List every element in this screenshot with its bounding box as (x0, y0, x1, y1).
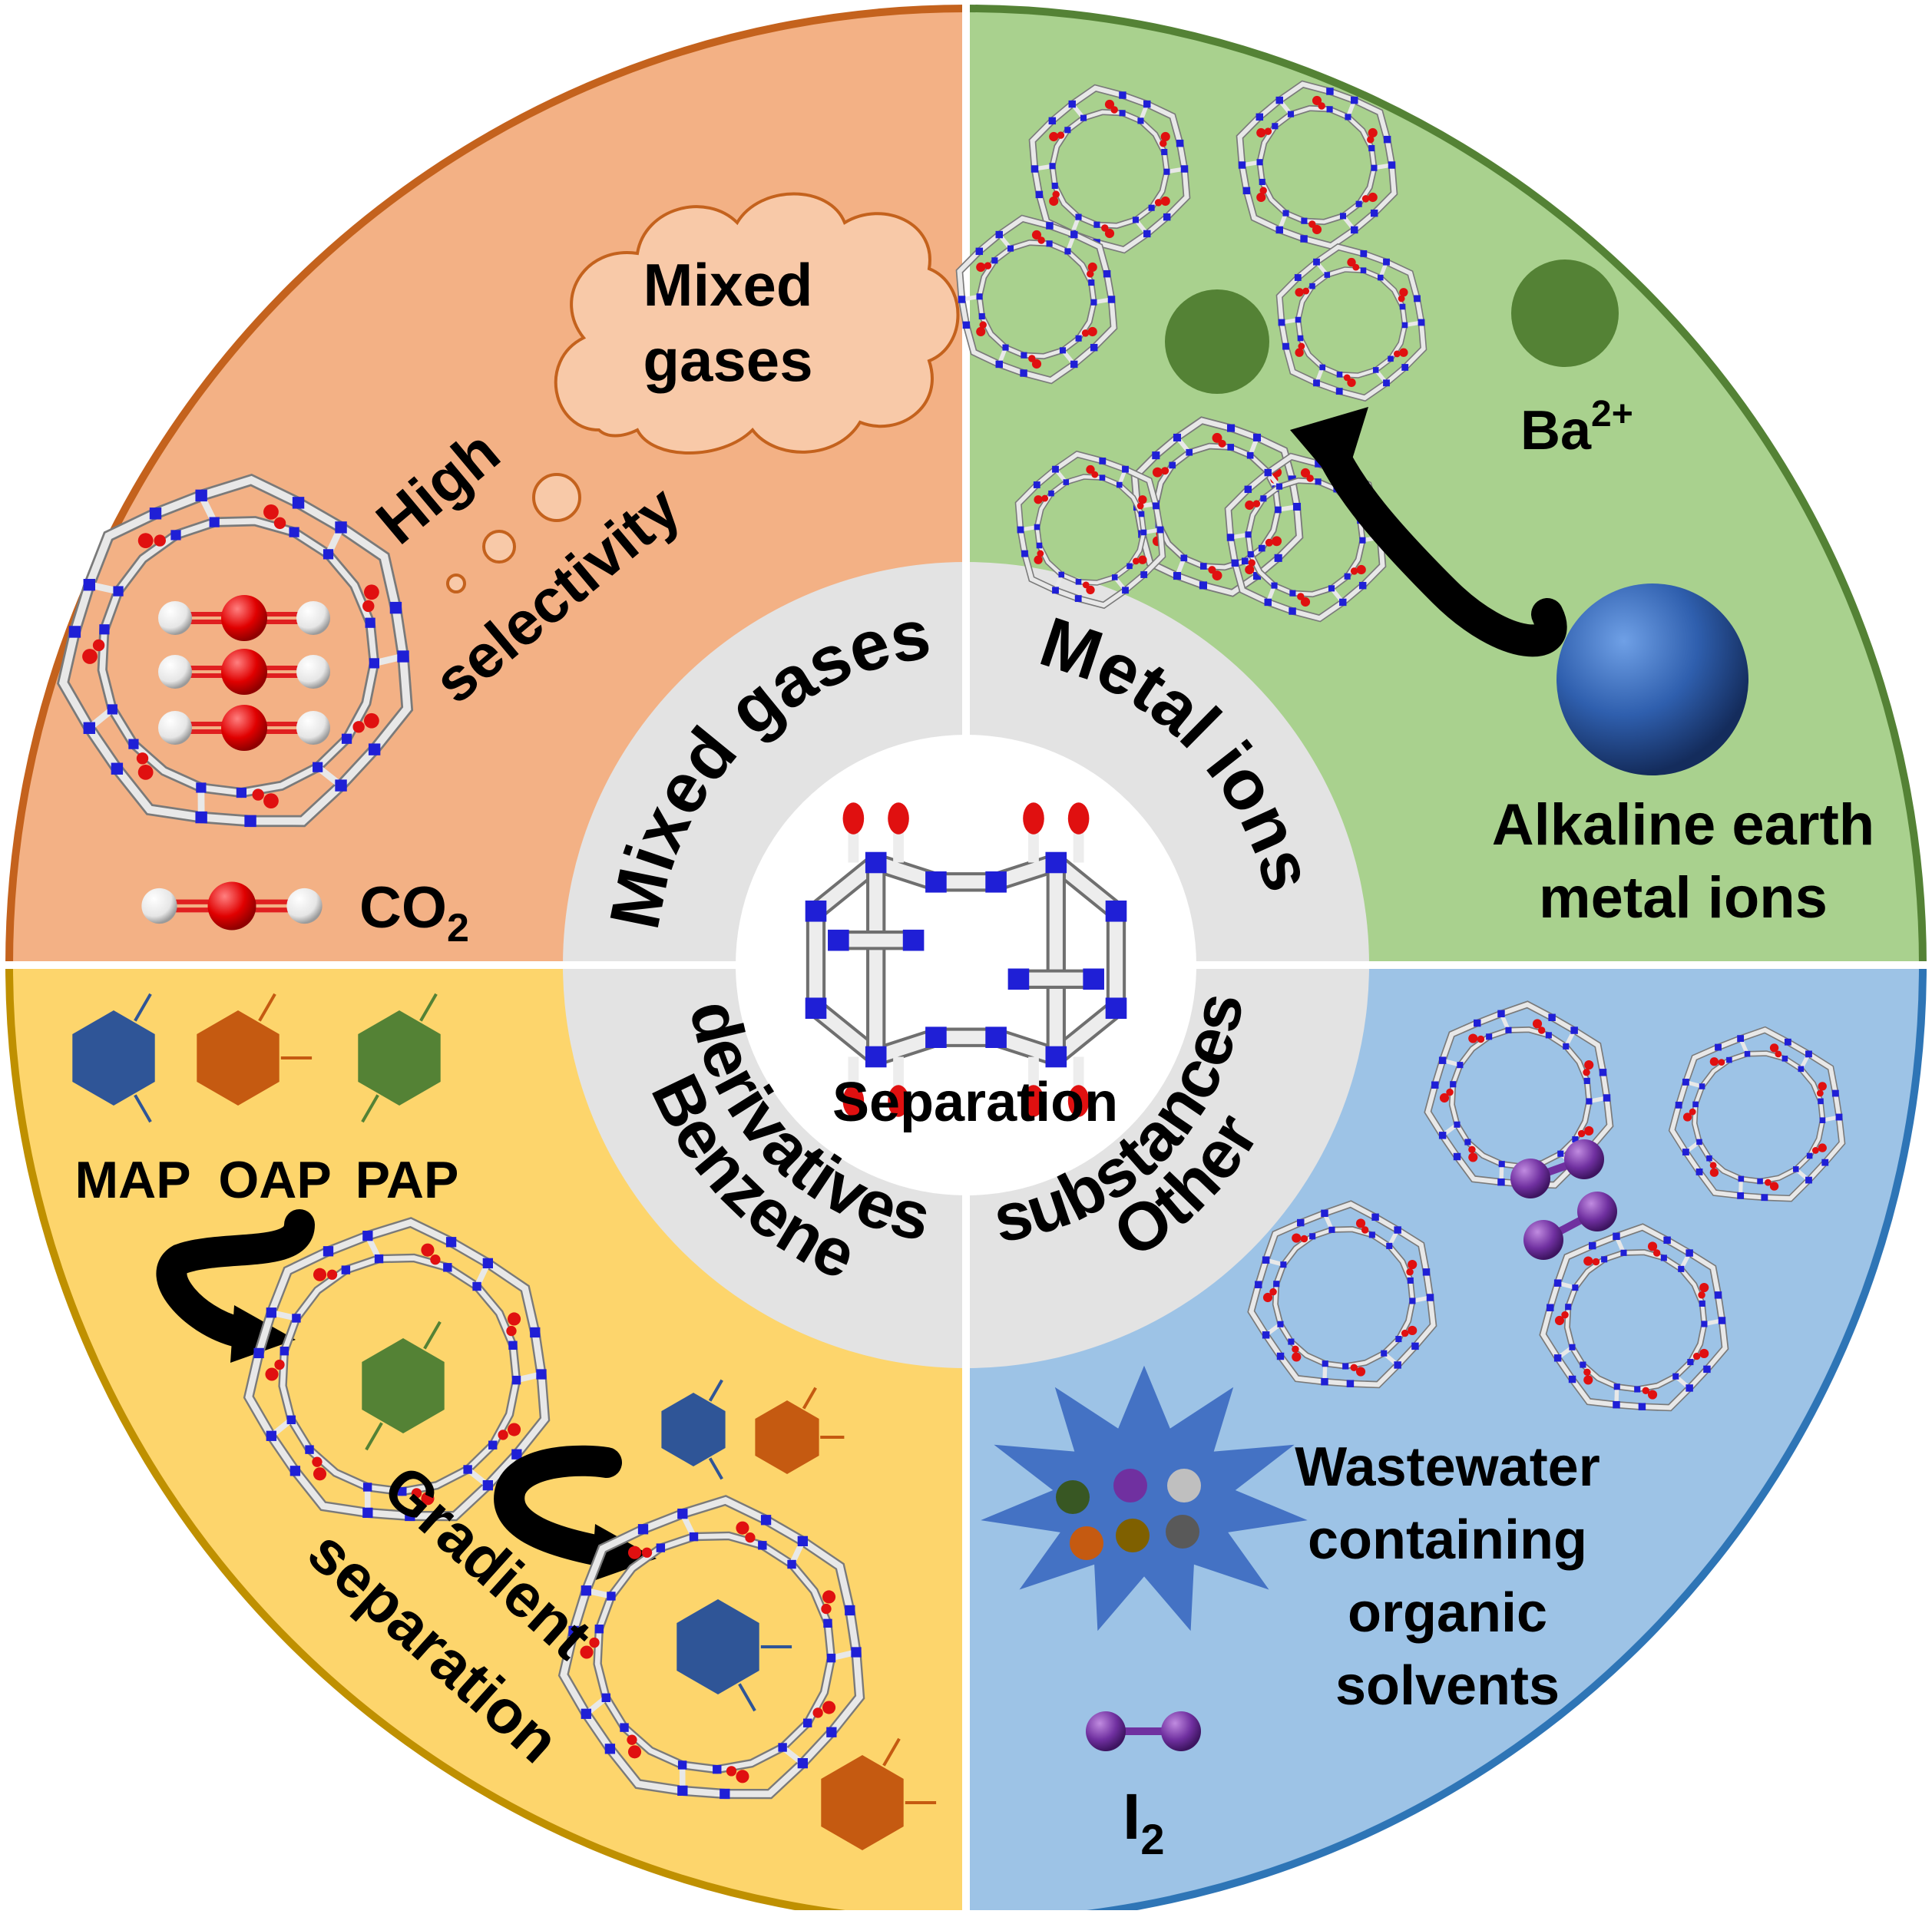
waste-line3: organic (1348, 1582, 1547, 1644)
waste-line4: solvents (1335, 1655, 1560, 1717)
alkaline-label-line2: metal ions (1539, 865, 1828, 931)
cloud-label-gases: gases (643, 326, 812, 394)
label-oap: OAP (218, 1151, 331, 1209)
label-pap: PAP (356, 1151, 459, 1209)
thought-bubble-medium (484, 531, 514, 562)
thought-bubble-large (534, 474, 580, 521)
thought-bubble-small (448, 575, 465, 592)
co2-molecules-in-ring (158, 595, 330, 751)
ba-ion-bound (1165, 289, 1269, 394)
label-map: MAP (74, 1151, 190, 1209)
ba-ion-legend (1511, 259, 1619, 367)
waste-line2: containing (1308, 1509, 1587, 1571)
center-label: Separation (832, 1072, 1118, 1133)
cloud-label-mixed: Mixed (643, 251, 812, 319)
alkaline-earth-ion (1557, 583, 1748, 775)
waste-line1: Wastewater (1295, 1436, 1600, 1498)
alkaline-label-line1: Alkaline earth (1492, 792, 1874, 858)
